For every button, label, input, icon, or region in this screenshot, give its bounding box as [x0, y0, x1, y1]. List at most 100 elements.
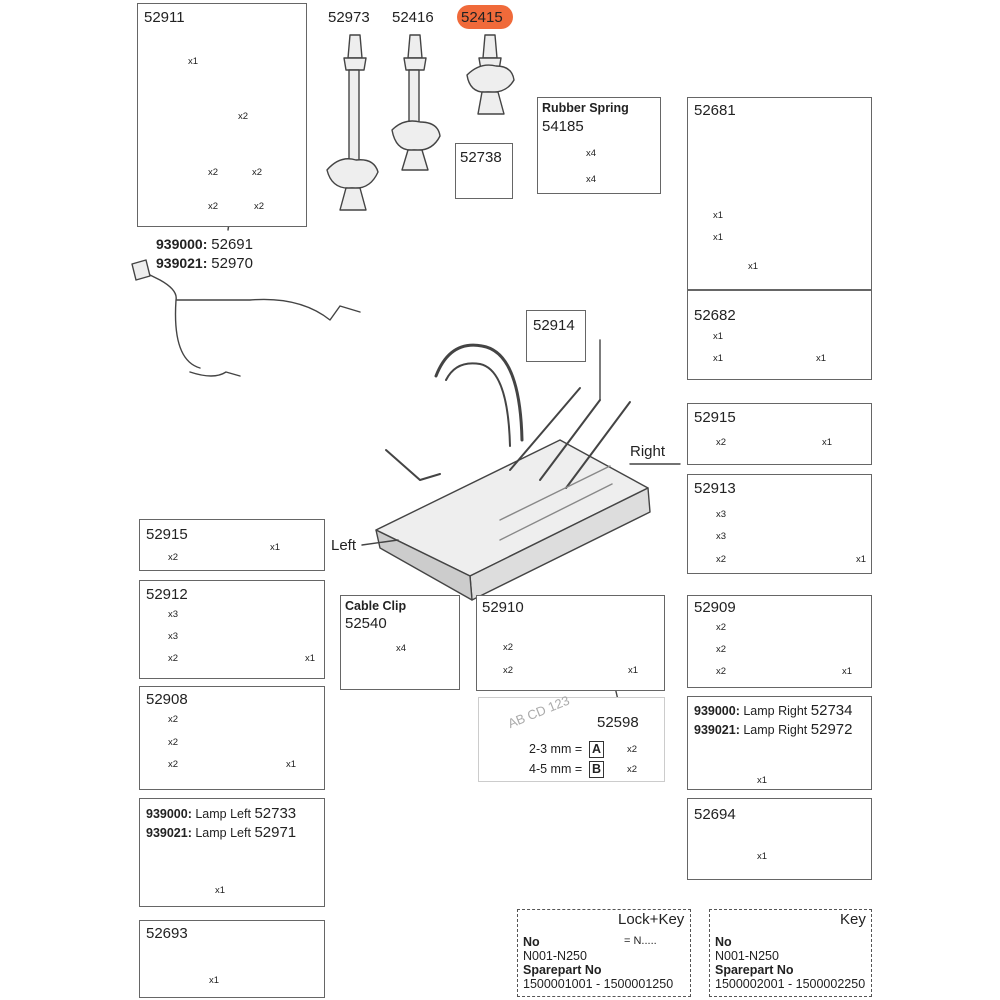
part-number-52682: 52682 [694, 307, 736, 324]
lamp-right-row-1: 939000: Lamp Right 52734 [694, 702, 853, 719]
left-side-label: Left [331, 537, 357, 554]
part-box-52911 [137, 3, 307, 227]
lock-key-box [517, 909, 691, 997]
qty-nut: x2 [716, 622, 727, 633]
qty-bracket: x1 [856, 554, 867, 565]
part-box-52914 [526, 310, 586, 362]
key-range: N001-N250 [715, 949, 779, 963]
part-box-rubber-spring [537, 97, 661, 194]
qty-washer: x2 [208, 201, 219, 212]
part-box-52694 [687, 798, 872, 880]
qty-nut: x2 [168, 714, 179, 725]
part-number-52693: 52693 [146, 925, 188, 942]
qty-screw: x2 [716, 644, 727, 655]
part-number-52540: 52540 [345, 615, 387, 632]
qty-cover: x1 [286, 759, 297, 770]
qty-nut: x1 [713, 331, 724, 342]
qty-bar: x1 [748, 261, 759, 272]
cable-row-2: 939021: 52970 [156, 255, 253, 272]
part-number-arm-2: 52416 [392, 9, 434, 26]
part-number-52912: 52912 [146, 586, 188, 603]
qty-spacer-a: x2 [627, 744, 638, 755]
part-box-52909 [687, 595, 872, 688]
qty-lens-right: x1 [757, 851, 768, 862]
qty-knob: x2 [252, 167, 263, 178]
part-number-52914: 52914 [533, 317, 575, 334]
rubber-spring-title: Rubber Spring [542, 101, 629, 115]
part-box-52682 [687, 290, 872, 380]
qty-nut: x2 [208, 167, 219, 178]
qty-plate-holder: x1 [628, 665, 639, 676]
qty-screw: x3 [716, 531, 727, 542]
qty-screw: x1 [713, 232, 724, 243]
qty-bolt: x2 [168, 759, 179, 770]
qty-spacer-b: x2 [627, 764, 638, 775]
part-number-52909: 52909 [694, 599, 736, 616]
qty-bracket: x1 [305, 653, 316, 664]
qty-screw: x2 [503, 642, 514, 653]
part-number-52738: 52738 [460, 149, 502, 166]
part-box-52738 [455, 143, 513, 199]
part-box-52681 [687, 97, 872, 290]
key-sparepart-label: Sparepart No [715, 963, 794, 977]
part-number-52694: 52694 [694, 806, 736, 823]
lamp-left-row-2: 939021: Lamp Left 52971 [146, 824, 297, 841]
key-title: Key [840, 911, 866, 928]
part-number-52913: 52913 [694, 480, 736, 497]
qty-spring-b: x4 [586, 174, 597, 185]
qty-screw: x3 [168, 631, 179, 642]
qty-spring-a: x4 [586, 148, 597, 159]
lamp-right-row-2: 939021: Lamp Right 52972 [694, 721, 853, 738]
part-box-cable-clip [340, 595, 460, 690]
cable-row-1: 939000: 52691 [156, 236, 253, 253]
part-box-52908 [139, 686, 325, 790]
qty-bracket: x1 [822, 437, 833, 448]
part-box-52598 [478, 697, 665, 782]
qty-bolt: x2 [503, 665, 514, 676]
part-number-54185: 54185 [542, 118, 584, 135]
qty-nut: x1 [713, 210, 724, 221]
lock-key-equals: = N..... [624, 935, 657, 947]
qty-screw: x2 [716, 437, 727, 448]
qty-bolt: x2 [254, 201, 265, 212]
qty-bolt: x2 [716, 554, 727, 565]
qty-screw: x2 [168, 737, 179, 748]
qty-lens-left: x1 [209, 975, 220, 986]
part-box-52910 [476, 595, 665, 691]
part-box-lamp-right [687, 696, 872, 790]
part-number-52915-right: 52915 [694, 409, 736, 426]
qty-cable-clip: x4 [396, 643, 407, 654]
qty-lamp-left: x1 [215, 885, 226, 896]
part-box-52912 [139, 580, 325, 679]
lock-key-range: N001-N250 [523, 949, 587, 963]
part-number-52915-left: 52915 [146, 526, 188, 543]
part-number-52910: 52910 [482, 599, 524, 616]
cable-clip-title: Cable Clip [345, 599, 407, 613]
part-number-52911: 52911 [144, 9, 185, 26]
part-box-52915-left [139, 519, 325, 571]
lock-key-sparepart-label: Sparepart No [523, 963, 602, 977]
part-number-arm-3: 52415 [461, 9, 503, 26]
qty-bolt: x2 [716, 666, 727, 677]
part-box-52913 [687, 474, 872, 574]
qty-nut: x3 [168, 609, 179, 620]
qty-nut: x3 [716, 509, 727, 520]
part-number-52908: 52908 [146, 691, 188, 708]
qty-bracket: x1 [270, 542, 281, 553]
highlight-marker [457, 5, 513, 29]
part-box-lamp-left [139, 798, 325, 907]
qty-bracket: x1 [816, 353, 827, 364]
lamp-left-row-1: 939000: Lamp Left 52733 [146, 805, 297, 822]
key-box [709, 909, 872, 997]
plate-spacer-b-label: B [589, 761, 605, 778]
part-number-52598: 52598 [597, 714, 639, 731]
part-box-52915-right [687, 403, 872, 465]
lock-key-title: Lock+Key [618, 911, 685, 928]
part-number-arm-1: 52973 [328, 9, 370, 26]
qty-clamp: x2 [238, 111, 249, 122]
lock-key-sparepart-range: 1500001001 - 1500001250 [523, 977, 674, 991]
key-no-label: No [715, 935, 732, 949]
lock-key-no-label: No [523, 935, 540, 949]
plate-spacer-b-range: 4-5 mm = [529, 762, 583, 776]
